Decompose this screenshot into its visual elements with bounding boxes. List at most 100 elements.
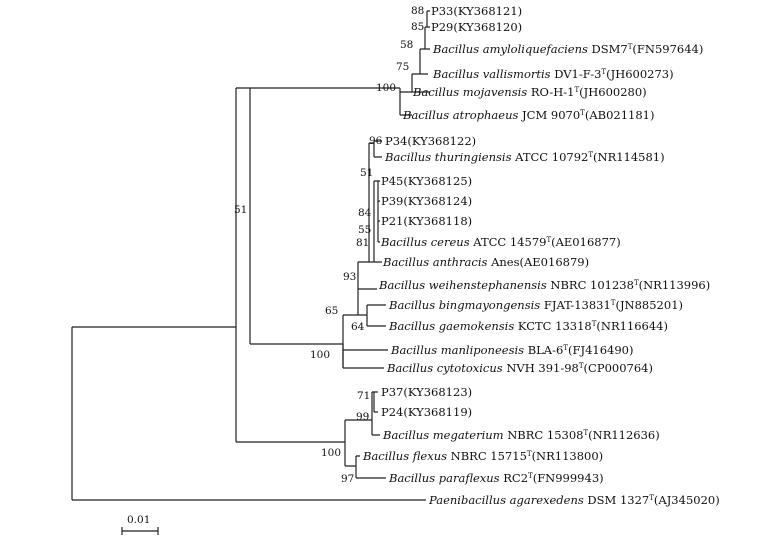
leaf-label-part: (NR112636) xyxy=(588,428,660,442)
leaf-label-part: (JN885201) xyxy=(615,298,683,312)
leaf-label-part: DSM7 xyxy=(588,42,628,56)
leaf-label: Bacillus paraflexus RC2T(FN999943) xyxy=(388,471,604,485)
leaf-label-part: Bacillus megaterium xyxy=(382,428,504,442)
leaf-label-part: Paenibacillus agarexedens xyxy=(428,493,584,507)
leaf-label-part: T xyxy=(563,344,568,352)
leaf-label-part: T xyxy=(583,429,588,437)
bootstrap-value: 81 xyxy=(356,237,369,249)
bootstrap-value: 93 xyxy=(343,271,356,283)
leaf-label-part: T xyxy=(628,43,633,51)
leaf-label-part: (JH600273) xyxy=(606,67,674,81)
leaf-label-part: T xyxy=(528,472,533,480)
leaf-label-part: T xyxy=(546,236,551,244)
leaf-label-part: P33(KY368121) xyxy=(431,4,522,18)
bootstrap-value: 100 xyxy=(321,447,341,459)
leaf-label: Bacillus cereus ATCC 14579T(AE016877) xyxy=(380,235,621,249)
leaf-label-part: Bacillus manliponeesis xyxy=(390,343,524,357)
leaf-label-part: T xyxy=(574,86,579,94)
leaf-label-part: T xyxy=(634,279,639,287)
leaf-label: P33(KY368121) xyxy=(431,4,522,18)
bootstrap-value: 51 xyxy=(234,204,247,216)
leaf-label-part: Bacillus vallismortis xyxy=(432,67,551,81)
leaf-label-part: Bacillus paraflexus xyxy=(388,471,500,485)
leaf-label-part: (FJ416490) xyxy=(568,343,633,357)
bootstrap-value: 64 xyxy=(351,321,365,333)
bootstrap-value: 75 xyxy=(396,61,409,73)
leaf-label-part: (FN999943) xyxy=(533,471,604,485)
leaf-label-part: Bacillus mojavensis xyxy=(412,85,527,99)
leaf-label-part: P24(KY368119) xyxy=(381,405,472,419)
bootstrap-value: 88 xyxy=(411,5,424,17)
leaf-label-part: T xyxy=(611,299,616,307)
leaf-label-part: Bacillus atrophaeus xyxy=(402,108,518,122)
leaf-label-part: (NR113800) xyxy=(532,449,604,463)
bootstrap-value: 71 xyxy=(357,390,370,402)
leaf-label-part: Bacillus flexus xyxy=(362,449,447,463)
leaf-label-part: Bacillus thuringiensis xyxy=(384,150,512,164)
leaf-label: P24(KY368119) xyxy=(381,405,472,419)
leaf-label-part: Bacillus amyloliquefaciens xyxy=(432,42,588,56)
leaf-label-part: Bacillus cytotoxicus xyxy=(386,361,503,375)
leaf-label-part: P45(KY368125) xyxy=(381,174,472,188)
scale-bar-label: 0.01 xyxy=(127,514,150,526)
leaf-label-part: ATCC 10792 xyxy=(512,150,589,164)
leaf-label: Bacillus flexus NBRC 15715T(NR113800) xyxy=(362,449,603,463)
leaf-label-part: Bacillus weihenstephanensis xyxy=(378,278,547,292)
leaf-label-part: P21(KY368118) xyxy=(381,214,472,228)
bootstrap-value: 58 xyxy=(400,39,413,51)
bootstrap-value: 99 xyxy=(356,411,369,423)
bootstrap-value: 100 xyxy=(310,349,330,361)
leaf-label-part: RO-H-1 xyxy=(527,85,574,99)
leaf-label-part: (JH600280) xyxy=(579,85,647,99)
leaf-label: Bacillus gaemokensis KCTC 13318T(NR11664… xyxy=(388,319,668,333)
leaf-label: P37(KY368123) xyxy=(381,385,472,399)
leaf-label-part: (NR114581) xyxy=(593,150,665,164)
leaf-label: Bacillus mojavensis RO-H-1T(JH600280) xyxy=(412,85,647,99)
leaf-label-part: Anes(AE016879) xyxy=(487,255,589,269)
leaf-label-part: NBRC 15715 xyxy=(447,449,527,463)
leaf-label: Bacillus weihenstephanensis NBRC 101238T… xyxy=(378,278,710,292)
bootstrap-values: 88 85 58 75 100 96 51 84 55 81 93 65 64 … xyxy=(234,5,424,485)
leaf-label: Bacillus bingmayongensis FJAT-13831T(JN8… xyxy=(388,298,683,312)
leaf-label-part: T xyxy=(592,320,597,328)
leaf-label: P45(KY368125) xyxy=(381,174,472,188)
leaf-label-part: ATCC 14579 xyxy=(470,235,547,249)
leaf-label-part: T xyxy=(649,494,654,502)
leaf-label-part: (NR113996) xyxy=(639,278,711,292)
bootstrap-value: 85 xyxy=(411,21,424,33)
leaf-labels: P33(KY368121) P29(KY368120) Bacillus amy… xyxy=(362,4,720,507)
leaf-label-part: (AJ345020) xyxy=(654,493,720,507)
leaf-label-part: T xyxy=(579,362,584,370)
leaf-label: P39(KY368124) xyxy=(381,194,472,208)
leaf-label-part: (NR116644) xyxy=(596,319,668,333)
leaf-label: Bacillus megaterium NBRC 15308T(NR112636… xyxy=(382,428,660,442)
leaf-label-part: NVH 391-98 xyxy=(503,361,579,375)
leaf-label-part: Bacillus gaemokensis xyxy=(388,319,514,333)
leaf-label-part: P34(KY368122) xyxy=(385,134,476,148)
leaf-label: Bacillus atrophaeus JCM 9070T(AB021181) xyxy=(402,108,654,122)
leaf-label-part: (CP000764) xyxy=(584,361,653,375)
leaf-label: Bacillus manliponeesis BLA-6T(FJ416490) xyxy=(390,343,633,357)
leaf-label-part: (AB021181) xyxy=(585,108,655,122)
leaf-label-part: T xyxy=(580,109,585,117)
leaf-label-part: NBRC 101238 xyxy=(547,278,634,292)
leaf-label-part: P29(KY368120) xyxy=(431,20,522,34)
leaf-label-part: KCTC 13318 xyxy=(514,319,591,333)
leaf-label-part: BLA-6 xyxy=(524,343,563,357)
leaf-label-part: Bacillus cereus xyxy=(380,235,470,249)
leaf-label: Bacillus vallismortis DV1-F-3T(JH600273) xyxy=(432,67,674,81)
leaf-label-part: P39(KY368124) xyxy=(381,194,472,208)
leaf-label-part: (FN597644) xyxy=(632,42,703,56)
leaf-label-part: JCM 9070 xyxy=(518,108,580,122)
leaf-label: Bacillus thuringiensis ATCC 10792T(NR114… xyxy=(384,150,665,164)
leaf-label-part: P37(KY368123) xyxy=(381,385,472,399)
scale-bar-line xyxy=(121,527,159,535)
leaf-label: Paenibacillus agarexedens DSM 1327T(AJ34… xyxy=(428,493,720,507)
leaf-label: Bacillus anthracis Anes(AE016879) xyxy=(382,255,589,269)
bootstrap-value: 96 xyxy=(369,135,383,147)
leaf-label-part: DV1-F-3 xyxy=(551,67,602,81)
bootstrap-value: 51 xyxy=(360,167,373,179)
leaf-label-part: (AE016877) xyxy=(551,235,621,249)
bootstrap-value: 55 xyxy=(358,224,371,236)
